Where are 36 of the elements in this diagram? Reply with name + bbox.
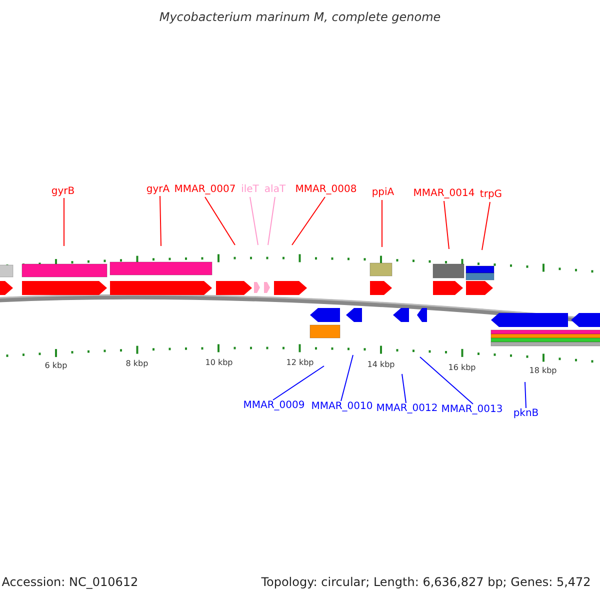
leader-line bbox=[292, 196, 326, 246]
leader-line bbox=[272, 366, 324, 400]
leader-line bbox=[250, 196, 258, 246]
gene-label: ppiA bbox=[372, 187, 394, 199]
scale-label: 14 kbp bbox=[367, 359, 395, 371]
gene-label: pknB bbox=[513, 408, 539, 420]
footer-text: Accession: NC_010612 bbox=[2, 576, 138, 588]
gene-label: MMAR_0009 bbox=[243, 400, 305, 412]
gene-label: MMAR_0012 bbox=[376, 403, 438, 415]
gene-label: gyrA bbox=[146, 184, 170, 196]
scale-label: 18 kbp bbox=[529, 365, 557, 377]
gene-label: gyrB bbox=[51, 186, 75, 198]
scale-label: 12 kbp bbox=[286, 357, 314, 369]
leader-line bbox=[420, 356, 474, 404]
leader-line bbox=[482, 202, 490, 250]
title: Mycobacterium marinum M, complete genome bbox=[159, 11, 441, 23]
scale-label: 16 kbp bbox=[448, 362, 476, 374]
leader-line bbox=[204, 196, 236, 246]
gene-label: alaT bbox=[264, 184, 286, 196]
leader-line bbox=[402, 374, 406, 404]
gene-label: MMAR_0010 bbox=[311, 401, 373, 413]
leader-line bbox=[524, 382, 526, 408]
scale-label: 10 kbp bbox=[205, 357, 233, 369]
gene-label: MMAR_0013 bbox=[441, 404, 503, 416]
gene-label: MMAR_0007 bbox=[174, 184, 236, 196]
leader-line bbox=[340, 354, 354, 402]
gene-label: MMAR_0014 bbox=[413, 188, 475, 200]
leader-line bbox=[268, 196, 276, 246]
leader-line bbox=[444, 200, 450, 250]
gene-label: trpG bbox=[480, 189, 502, 201]
scale-label: 6 kbp bbox=[44, 360, 68, 372]
footer-text: Topology: circular; Length: 6,636,827 bp; Genes: 5,472 bbox=[261, 576, 591, 588]
gene-label: MMAR_0008 bbox=[295, 184, 357, 196]
scale-label: 8 kbp bbox=[126, 358, 148, 370]
leader-line bbox=[160, 196, 162, 246]
gene-label: ileT bbox=[241, 184, 259, 196]
